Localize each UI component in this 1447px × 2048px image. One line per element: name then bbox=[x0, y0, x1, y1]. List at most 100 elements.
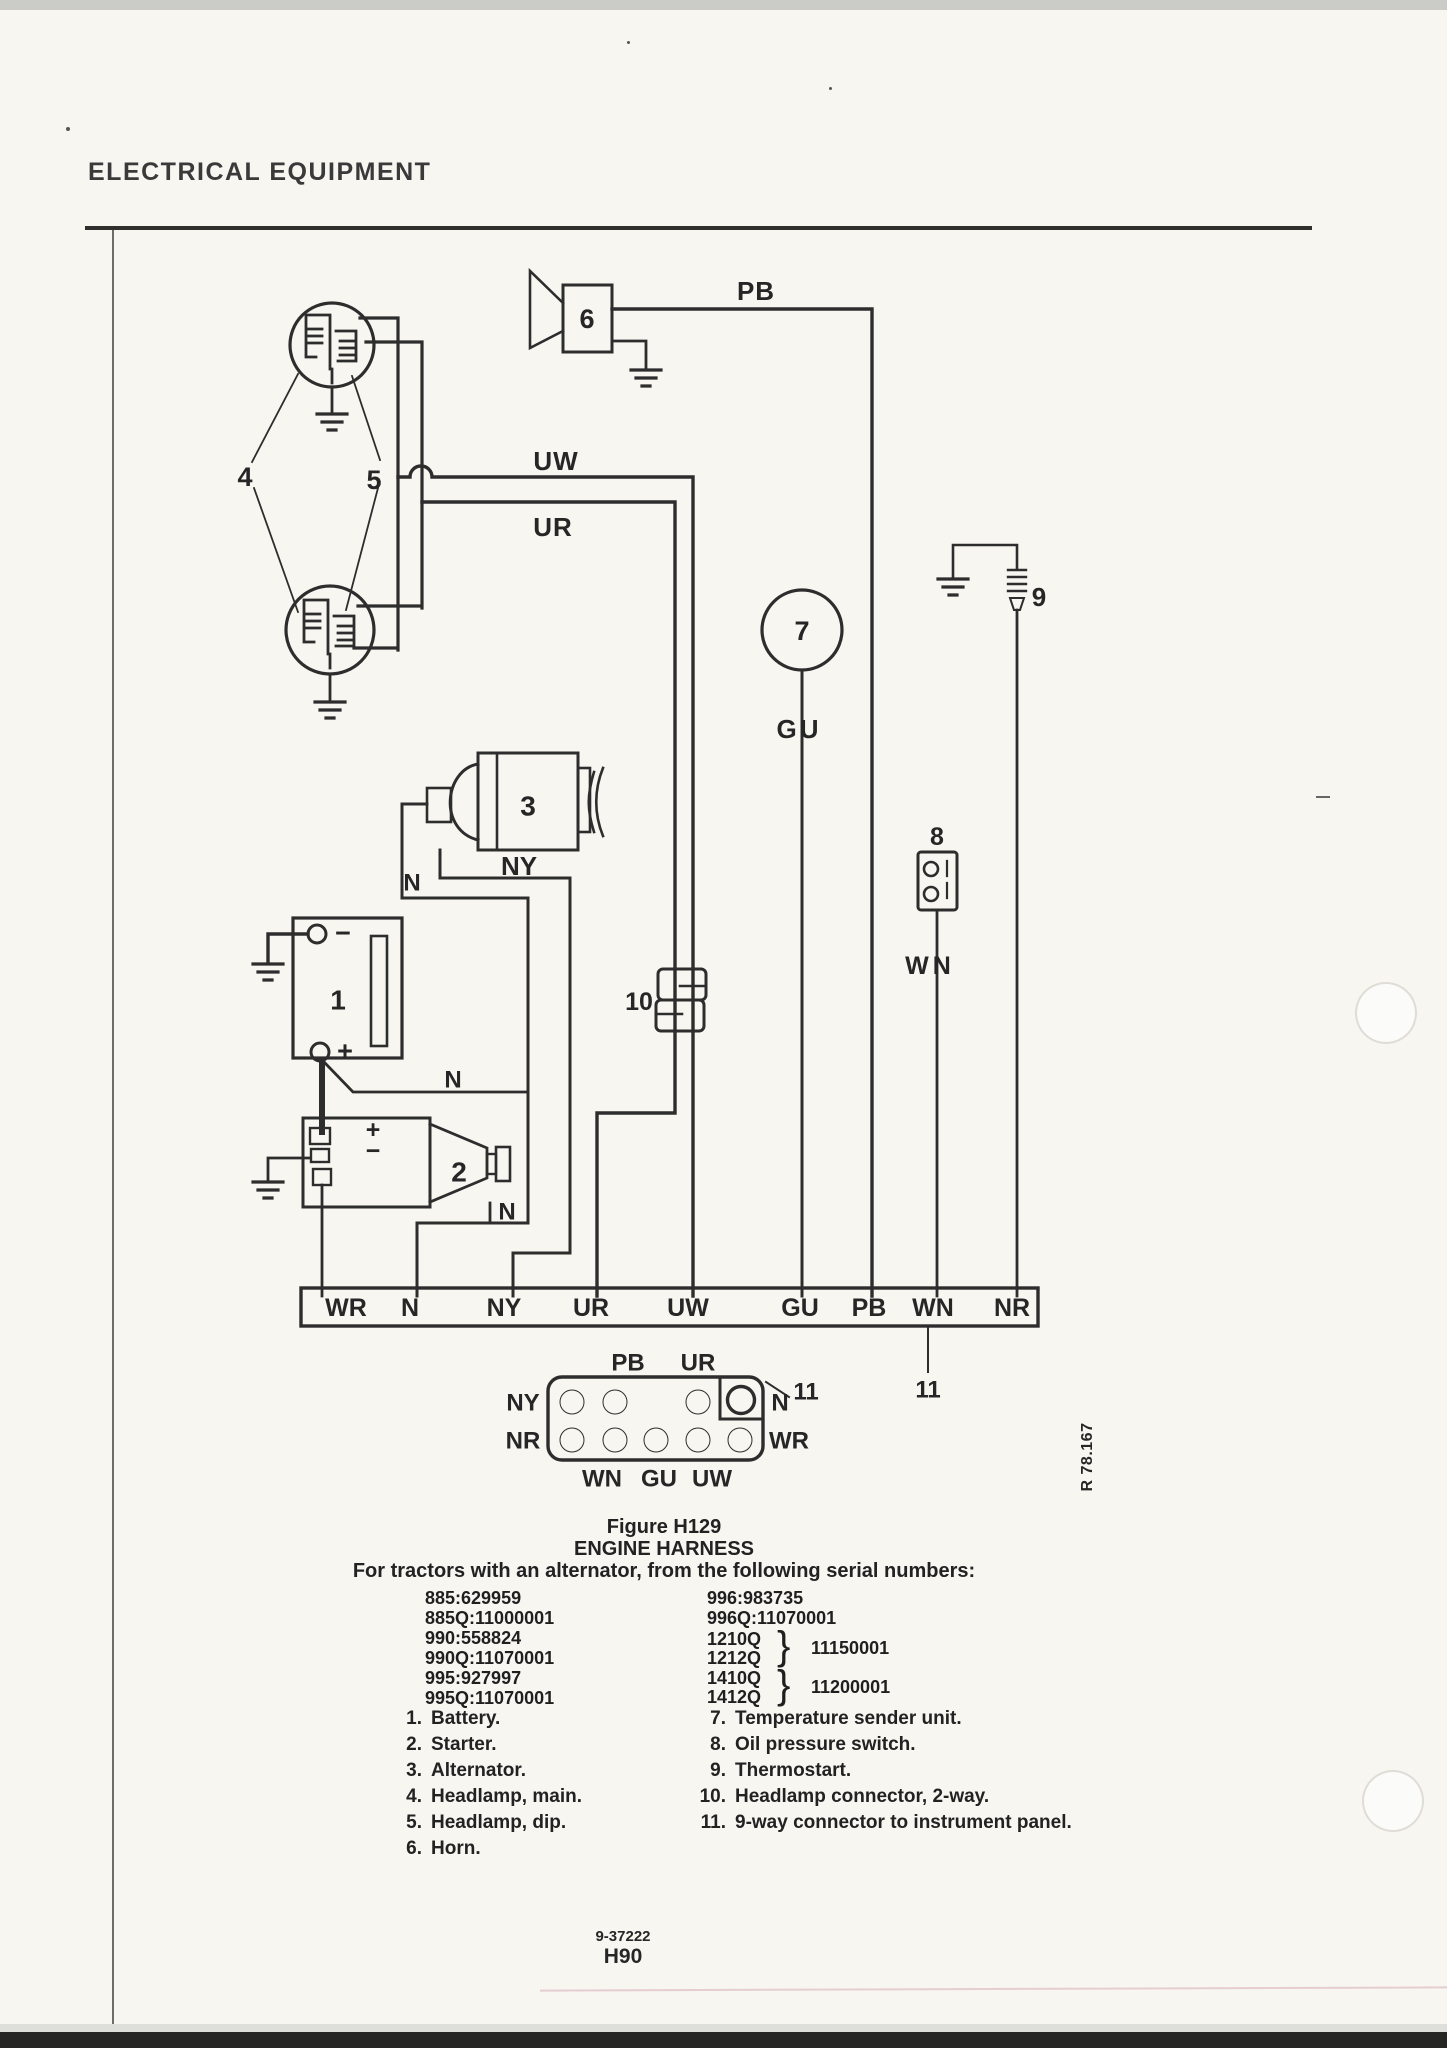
ground-stem bbox=[266, 1156, 312, 1182]
label-horn: 6 bbox=[579, 304, 594, 334]
serial-entry: 995:927997 bbox=[425, 1668, 522, 1688]
legend-item: 7. Temperature sender unit. bbox=[692, 1708, 962, 1730]
legend-text: Horn. bbox=[431, 1838, 481, 1859]
serial-entry: 990Q:11070001 bbox=[425, 1648, 555, 1668]
temperature-sender: 7 GU bbox=[760, 588, 844, 1298]
legend-text: Oil pressure switch. bbox=[735, 1734, 916, 1755]
legend-num: 1. bbox=[406, 1708, 422, 1729]
scan-speck bbox=[66, 127, 70, 131]
battery: − 1 + bbox=[251, 916, 404, 1135]
label-alternator: 3 bbox=[520, 791, 536, 822]
wire-n-net: N N N bbox=[323, 802, 530, 1298]
horn-cone-icon bbox=[528, 267, 565, 351]
legend-item: 11.9-way connector to instrument panel. bbox=[692, 1812, 1072, 1834]
hole-punch-bottom bbox=[1362, 1770, 1424, 1832]
hole-punch-top bbox=[1355, 982, 1417, 1044]
pin-filled bbox=[559, 1427, 585, 1453]
alternator: 3 NY bbox=[425, 751, 605, 1298]
legend-text: Thermostart. bbox=[735, 1760, 852, 1781]
label-ur: UR bbox=[533, 512, 573, 542]
wire-pb bbox=[610, 307, 874, 1298]
legend-item: 4.Headlamp, main. bbox=[398, 1786, 582, 1808]
serial-brace: } bbox=[777, 1624, 791, 1668]
label-nine-way-b: 11 bbox=[915, 1377, 940, 1404]
legend-item: 9.Thermostart. bbox=[692, 1760, 851, 1782]
headlamp-wires bbox=[352, 316, 424, 652]
page-title: ELECTRICAL EQUIPMENT bbox=[88, 158, 432, 186]
wire-uw-ur: UW UR bbox=[396, 446, 695, 1298]
connector-label-uw: UW bbox=[692, 1466, 732, 1493]
pin-filled bbox=[727, 1427, 753, 1453]
ground-icon bbox=[251, 962, 285, 982]
label-ny: NY bbox=[501, 851, 537, 881]
legend-text: Temperature sender unit. bbox=[735, 1708, 962, 1729]
legend-item: 2.Starter. bbox=[398, 1734, 496, 1756]
legend-item: 8.Oil pressure switch. bbox=[692, 1734, 916, 1756]
serial-model: 1412Q bbox=[707, 1687, 762, 1707]
starter-terminal bbox=[309, 1147, 331, 1164]
label-oil-switch: 8 bbox=[930, 823, 944, 851]
page-footer: 9-37222 H90 bbox=[548, 1928, 698, 1969]
ground-stem bbox=[328, 385, 334, 702]
scan-bottom-dark-band bbox=[0, 2032, 1447, 2048]
connector-label-n: N bbox=[771, 1390, 788, 1417]
bus-label-gu: GU bbox=[781, 1294, 819, 1322]
serial-brace: } bbox=[777, 1663, 791, 1707]
thermostart-plug bbox=[1008, 597, 1026, 611]
legend-num: 10. bbox=[699, 1786, 726, 1807]
legend-item: 5.Headlamp, dip. bbox=[398, 1812, 566, 1834]
wire-ur bbox=[420, 500, 677, 1298]
serial-model: 1410Q bbox=[707, 1668, 762, 1688]
legend-text: 9-way connector to instrument panel. bbox=[735, 1812, 1072, 1833]
starter-plus-sign: + bbox=[366, 1116, 381, 1144]
ground-icon bbox=[936, 577, 970, 597]
connector-label-wn: WN bbox=[582, 1466, 622, 1493]
bus-label-wr: WR bbox=[325, 1294, 367, 1322]
pin-filled bbox=[559, 1389, 585, 1415]
ground-stem bbox=[610, 339, 648, 370]
serial-group-value: 11150001 bbox=[811, 1638, 890, 1658]
serial-entry: 996Q:11070001 bbox=[707, 1608, 837, 1628]
legend-num: 7. bbox=[710, 1708, 726, 1729]
starter-terminal bbox=[311, 1167, 333, 1187]
pin-filled bbox=[602, 1389, 628, 1415]
label-n-alternator: N bbox=[403, 870, 420, 897]
label-headlamp-main: 4 bbox=[237, 462, 252, 492]
alternator-pulley-icon bbox=[587, 766, 605, 838]
legend-text: Headlamp connector, 2-way. bbox=[735, 1786, 990, 1807]
scan-speck bbox=[627, 41, 630, 44]
connector-label-nr: NR bbox=[506, 1428, 541, 1455]
ground-icon bbox=[251, 1180, 285, 1200]
label-nine-way-a: 11 bbox=[793, 1379, 818, 1406]
battery-plate bbox=[369, 934, 389, 1048]
serial-numbers: 885:629959 885Q:11000001 990:558824 990Q… bbox=[425, 1588, 1025, 1708]
legend-num: 4. bbox=[406, 1786, 422, 1807]
connector-step bbox=[654, 984, 708, 1016]
scan-top-band bbox=[0, 0, 1447, 10]
label-pb: PB bbox=[737, 276, 775, 306]
thermostart-bracket bbox=[951, 543, 1019, 579]
bus-bar bbox=[299, 1286, 1040, 1328]
footer-code: 9-37222 bbox=[595, 1928, 651, 1945]
battery-terminal-minus bbox=[306, 923, 328, 945]
switch-terminal bbox=[922, 860, 940, 878]
label-thermostart: 9 bbox=[1032, 582, 1046, 612]
headlamp-connector: 10 bbox=[625, 967, 708, 1033]
figure-number: Figure H129 bbox=[606, 1516, 722, 1538]
legend-num: 3. bbox=[406, 1760, 422, 1781]
pin-filled bbox=[685, 1427, 711, 1453]
serial-group-value: 11200001 bbox=[811, 1677, 891, 1697]
harness-bus: WR N NY UR UW GU PB WN NR 11 11 bbox=[299, 1286, 1040, 1406]
alternator-terminal bbox=[425, 786, 453, 824]
horn-body bbox=[561, 283, 614, 354]
label-wn: WN bbox=[905, 952, 955, 980]
wire-ny bbox=[438, 848, 572, 1298]
bus-label-n: N bbox=[401, 1294, 419, 1322]
bus-label-ny: NY bbox=[487, 1294, 522, 1322]
headlamps: 4 5 bbox=[237, 301, 424, 720]
label-headlamp-dip: 5 bbox=[366, 465, 381, 495]
pin-filled bbox=[643, 1427, 669, 1453]
pin-filled bbox=[602, 1427, 628, 1453]
legend-text: Alternator. bbox=[431, 1760, 527, 1781]
